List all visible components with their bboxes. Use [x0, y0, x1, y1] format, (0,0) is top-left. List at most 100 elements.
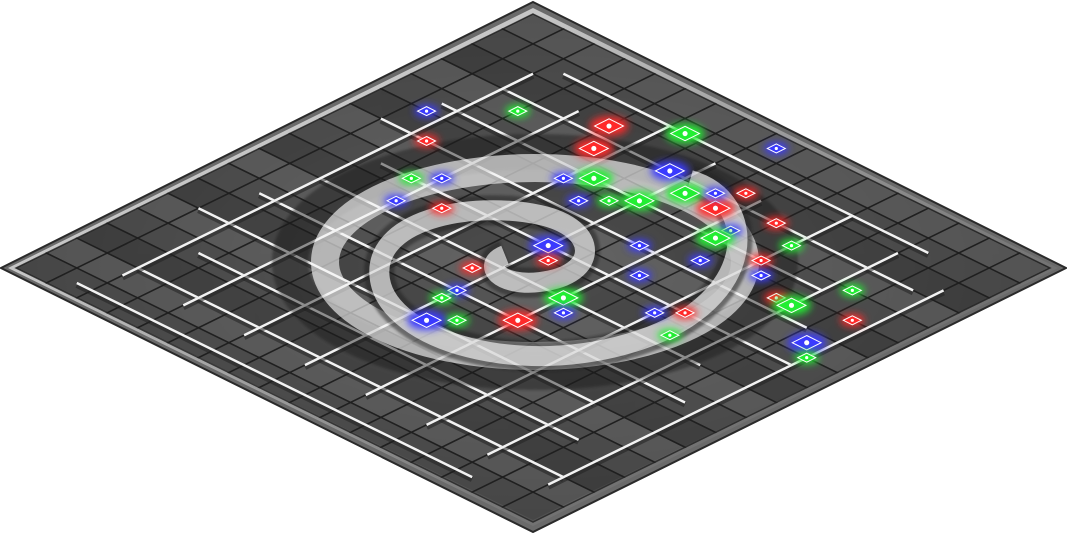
- green-node[interactable]: [665, 183, 705, 203]
- node-highlight: [668, 333, 672, 337]
- green-node[interactable]: [772, 295, 811, 315]
- blue-node[interactable]: [688, 254, 713, 267]
- green-node[interactable]: [665, 123, 705, 144]
- blue-node[interactable]: [566, 194, 591, 207]
- green-node[interactable]: [620, 191, 659, 211]
- node-highlight: [682, 190, 688, 196]
- blue-node[interactable]: [642, 306, 667, 319]
- node-highlight: [713, 191, 718, 195]
- green-node[interactable]: [399, 172, 424, 185]
- blue-node[interactable]: [551, 306, 576, 319]
- node-highlight: [440, 176, 444, 180]
- red-node[interactable]: [733, 187, 758, 200]
- green-node[interactable]: [444, 314, 469, 327]
- node-highlight: [560, 295, 566, 301]
- green-node[interactable]: [429, 291, 454, 304]
- node-highlight: [774, 146, 778, 151]
- wire: [121, 72, 534, 277]
- wire-shadow: [121, 73, 535, 281]
- red-node[interactable]: [764, 217, 789, 230]
- node-highlight: [850, 288, 854, 293]
- node-layer: [384, 105, 865, 364]
- node-highlight: [682, 130, 688, 137]
- red-node[interactable]: [429, 202, 454, 215]
- node-highlight: [591, 145, 597, 152]
- blue-node[interactable]: [429, 172, 454, 185]
- green-node[interactable]: [657, 329, 682, 342]
- red-node[interactable]: [460, 262, 485, 274]
- node-highlight: [667, 168, 673, 174]
- blue-node[interactable]: [407, 310, 446, 330]
- red-node[interactable]: [749, 254, 774, 267]
- node-highlight: [516, 109, 520, 113]
- red-node[interactable]: [574, 138, 614, 159]
- blue-node[interactable]: [529, 235, 568, 256]
- green-node[interactable]: [696, 228, 735, 248]
- node-highlight: [606, 123, 612, 129]
- node-highlight: [423, 317, 430, 323]
- node-highlight: [712, 205, 719, 211]
- node-highlight: [440, 206, 444, 210]
- red-node[interactable]: [673, 306, 698, 319]
- node-highlight: [409, 176, 413, 180]
- blue-node[interactable]: [627, 269, 652, 282]
- swirl-icon: [272, 134, 798, 390]
- green-node[interactable]: [505, 105, 530, 118]
- node-highlight: [774, 221, 778, 225]
- red-node[interactable]: [589, 116, 629, 136]
- red-node[interactable]: [696, 198, 735, 218]
- node-highlight: [759, 258, 763, 263]
- node-highlight: [424, 139, 429, 143]
- board-surface: [14, 13, 1052, 523]
- green-node[interactable]: [574, 168, 614, 188]
- red-node[interactable]: [498, 310, 537, 330]
- node-highlight: [591, 175, 597, 181]
- node-highlight: [545, 243, 551, 249]
- blue-node[interactable]: [414, 105, 439, 118]
- node-highlight: [455, 318, 459, 322]
- node-highlight: [683, 311, 687, 315]
- red-node[interactable]: [840, 314, 865, 327]
- node-highlight: [729, 229, 733, 233]
- wire: [547, 289, 945, 486]
- node-highlight: [788, 302, 795, 308]
- blue-node[interactable]: [787, 333, 826, 353]
- blue-node[interactable]: [627, 239, 652, 252]
- blue-node[interactable]: [551, 172, 576, 185]
- node-highlight: [789, 243, 794, 248]
- node-highlight: [394, 199, 398, 203]
- green-node[interactable]: [794, 351, 819, 364]
- green-node[interactable]: [597, 194, 622, 207]
- node-highlight: [440, 296, 444, 300]
- green-node[interactable]: [779, 239, 804, 252]
- blue-node[interactable]: [444, 284, 469, 297]
- node-highlight: [774, 296, 778, 300]
- red-node[interactable]: [536, 254, 561, 267]
- node-highlight: [577, 199, 581, 203]
- blue-node[interactable]: [703, 187, 728, 200]
- green-node[interactable]: [840, 284, 865, 297]
- green-node[interactable]: [544, 288, 583, 308]
- node-highlight: [653, 311, 657, 315]
- node-highlight: [470, 266, 474, 270]
- node-highlight: [561, 176, 566, 180]
- blue-node[interactable]: [749, 269, 774, 282]
- node-highlight: [637, 273, 642, 278]
- wire-shadow: [546, 289, 945, 490]
- node-highlight: [744, 191, 748, 195]
- blue-node[interactable]: [650, 161, 690, 181]
- wire: [562, 72, 929, 255]
- wire: [137, 266, 564, 479]
- node-highlight: [515, 317, 521, 323]
- node-highlight: [424, 109, 429, 113]
- wire-shadow: [136, 267, 565, 482]
- wire-shadow: [562, 73, 930, 258]
- node-highlight: [561, 311, 566, 315]
- node-highlight: [455, 288, 459, 293]
- blue-node[interactable]: [764, 142, 789, 155]
- blue-node[interactable]: [384, 194, 409, 207]
- red-node[interactable]: [414, 135, 439, 147]
- board-tile[interactable]: [500, 491, 566, 523]
- node-highlight: [850, 318, 854, 322]
